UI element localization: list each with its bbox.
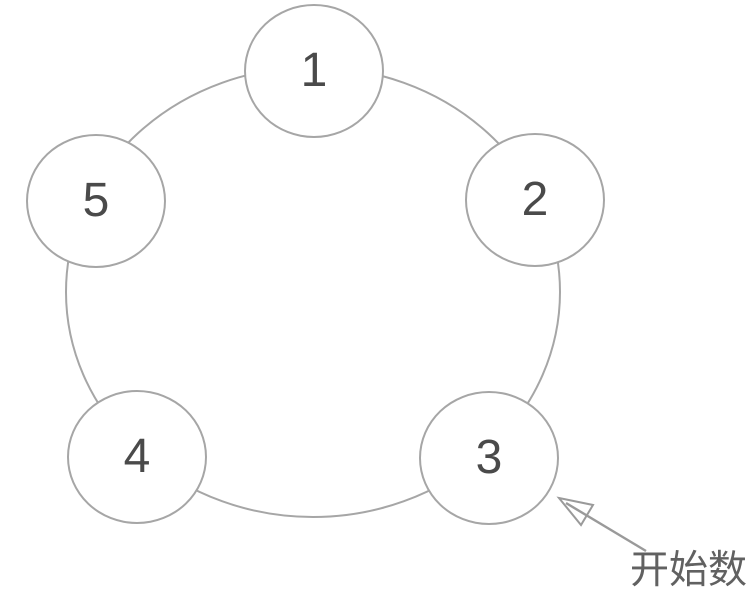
- node-circle-1: 1: [244, 4, 384, 138]
- arrow-head-icon: [556, 496, 595, 527]
- node-circle-5: 5: [26, 134, 166, 268]
- node-number: 4: [123, 430, 151, 483]
- node-circle-4: 4: [67, 390, 207, 524]
- node-circle-2: 2: [465, 133, 605, 267]
- arrow-shaft: [565, 501, 647, 553]
- node-circle-3: 3: [419, 391, 559, 525]
- node-number: 2: [521, 173, 549, 226]
- node-number: 3: [475, 431, 503, 484]
- node-number: 5: [82, 174, 110, 227]
- start-counting-label: 开始数: [630, 549, 748, 592]
- node-number: 1: [300, 44, 328, 97]
